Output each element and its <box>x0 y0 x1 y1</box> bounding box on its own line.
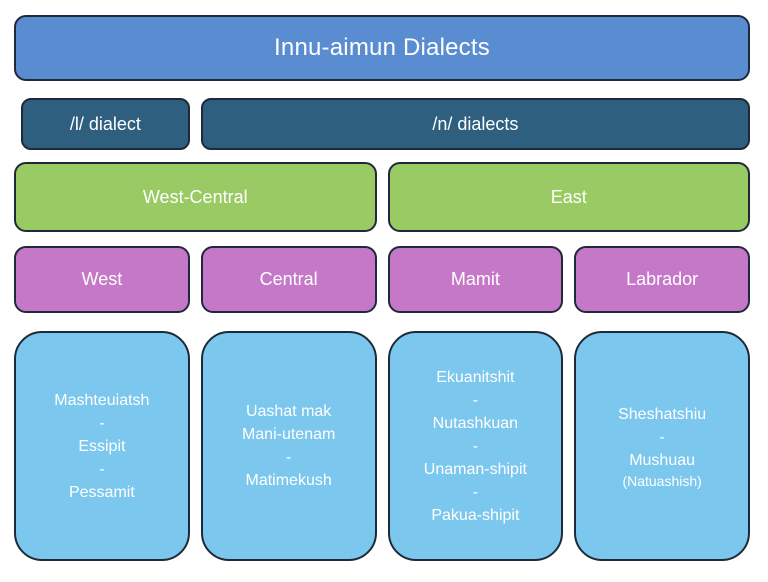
community-name: Pakua-shipit <box>431 506 520 524</box>
west-label: West <box>81 269 123 289</box>
community-list-labrador: Sheshatshiu - Mushuau (Natuashish) <box>574 331 750 561</box>
community-name: Sheshatshiu <box>618 405 707 423</box>
community-list-mamit: Ekuanitshit - Nutashkuan - Unaman-shipit… <box>387 331 564 561</box>
l-dialect-label: /l/ dialect <box>69 113 141 134</box>
central-box: Central <box>200 246 377 313</box>
community-name-alt: (Natuashish) <box>622 472 702 489</box>
central-label: Central <box>259 269 318 289</box>
community-name: Essipit <box>78 437 126 455</box>
row-communities: Mashteuiatsh - Essipit - Pessamit Uashat… <box>14 331 750 561</box>
labrador-label: Labrador <box>626 269 699 289</box>
row-title: Innu-aimun Dialects <box>14 15 750 81</box>
east-box: East <box>387 162 750 232</box>
community-name: Ekuanitshit <box>436 368 515 386</box>
labrador-box: Labrador <box>574 246 750 313</box>
community-name: Nutashkuan <box>432 414 519 432</box>
separator-dash: - <box>472 391 479 409</box>
separator-dash: - <box>99 414 105 432</box>
west-central-label: West-Central <box>142 186 248 207</box>
row-branches: West-Central East <box>14 162 750 232</box>
mamit-box: Mamit <box>387 246 564 313</box>
community-list-west: Mashteuiatsh - Essipit - Pessamit <box>14 331 190 561</box>
row-phoneme-groups: /l/ dialect /n/ dialects <box>14 98 750 150</box>
separator-dash: - <box>472 483 479 501</box>
separator-dash: - <box>659 428 665 446</box>
community-name: Mashteuiatsh <box>54 391 150 409</box>
separator-dash: - <box>285 449 292 466</box>
n-dialects-label: /n/ dialects <box>432 113 519 134</box>
east-label: East <box>550 186 587 207</box>
community-name: Uashat mak <box>245 403 332 420</box>
separator-dash: - <box>472 437 479 455</box>
community-name: Matimekush <box>245 472 332 489</box>
community-name: Pessamit <box>68 483 135 501</box>
community-name: Mushuau <box>629 451 696 469</box>
mamit-label: Mamit <box>450 269 500 289</box>
row-subdialects: West Central Mamit Labrador <box>14 246 750 313</box>
n-dialects-box: /n/ dialects <box>200 98 750 150</box>
l-dialect-box: /l/ dialect <box>21 98 190 150</box>
west-box: West <box>14 246 190 313</box>
community-name: Unaman-shipit <box>423 460 527 478</box>
west-central-box: West-Central <box>14 162 377 232</box>
title-box: Innu-aimun Dialects <box>14 15 750 81</box>
community-name: Mani-utenam <box>241 426 336 443</box>
separator-dash: - <box>99 460 105 478</box>
page-title: Innu-aimun Dialects <box>274 34 490 61</box>
community-list-central: Uashat mak Mani-utenam - Matimekush <box>200 331 377 561</box>
